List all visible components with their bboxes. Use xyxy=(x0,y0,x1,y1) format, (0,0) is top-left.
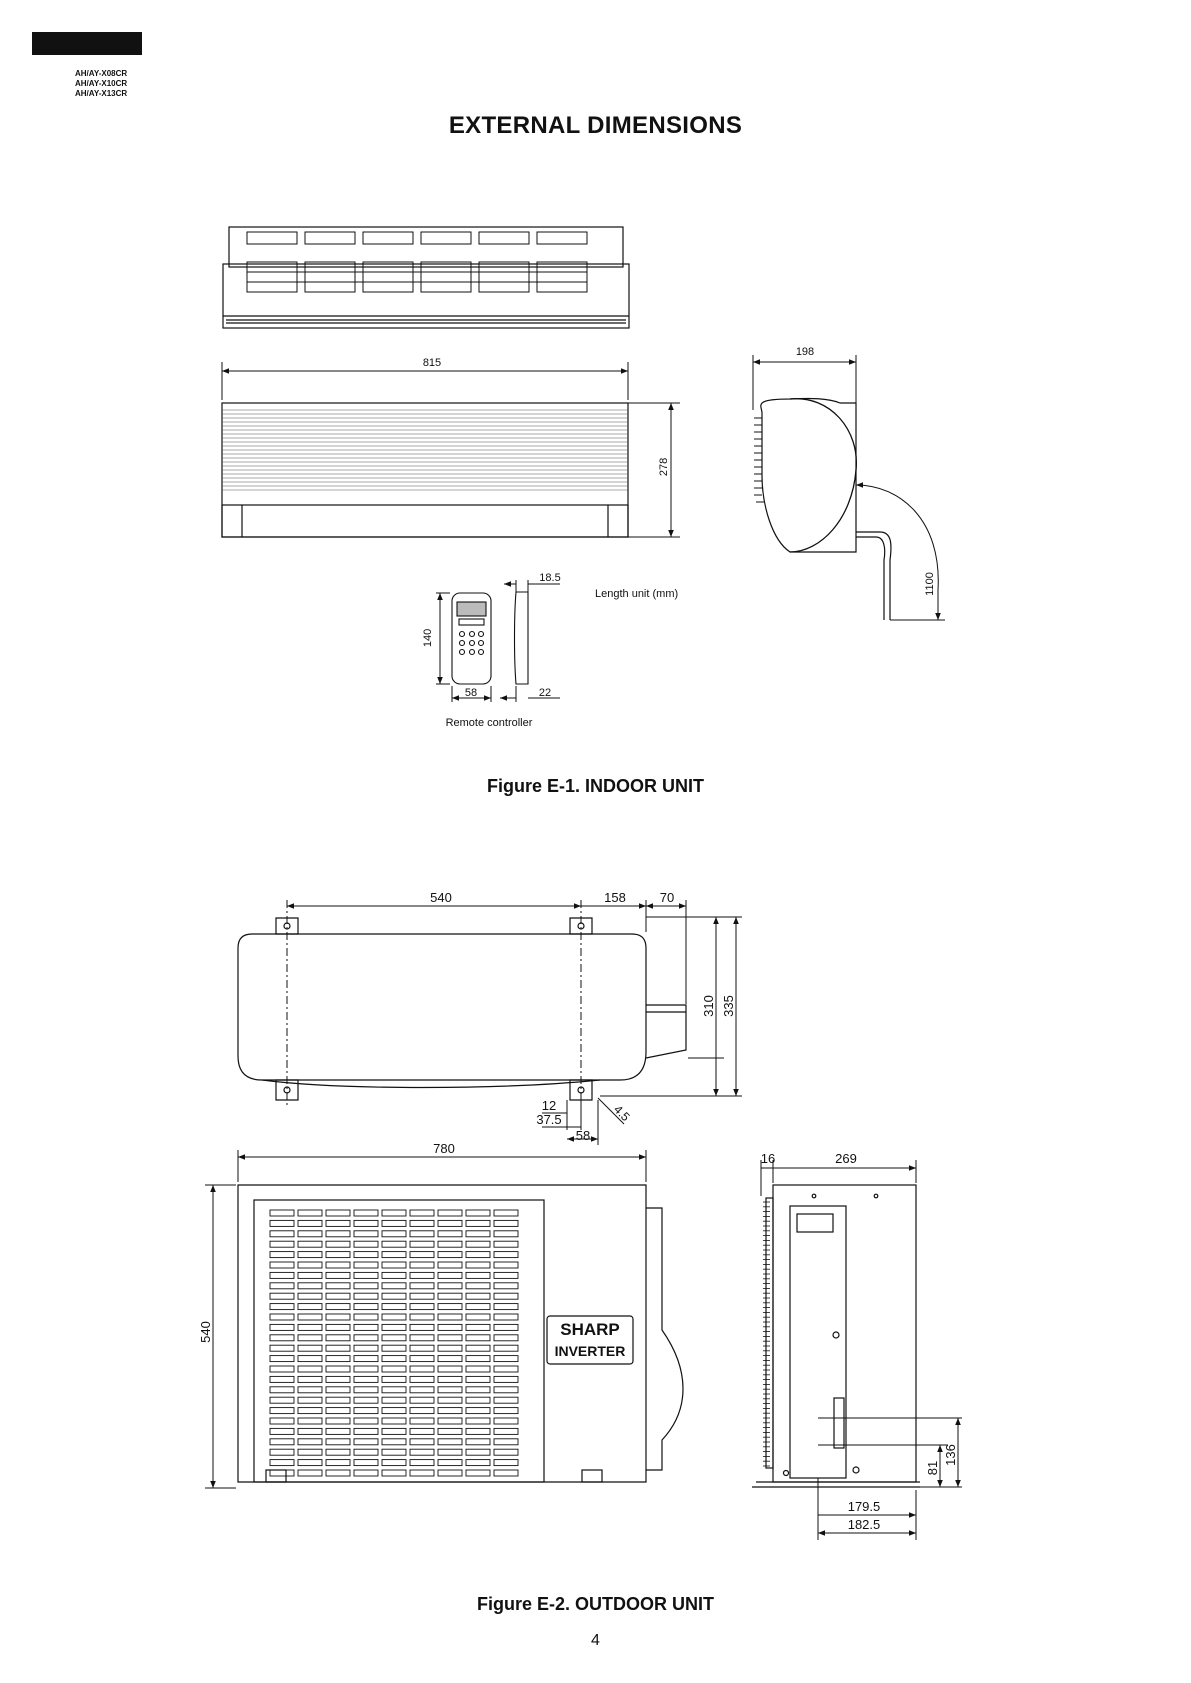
dim-278: 278 xyxy=(658,458,670,476)
dim-815: 815 xyxy=(423,357,441,369)
dim-58-foot: 58 xyxy=(576,1128,590,1143)
brand-logo-sharp: SHARP xyxy=(560,1320,620,1339)
remote-controller-front xyxy=(452,593,491,684)
dim-18-5: 18.5 xyxy=(539,572,560,584)
dim-4-5: 4.5 xyxy=(611,1102,633,1124)
dim-12: 12 xyxy=(542,1098,556,1113)
page-number: 4 xyxy=(0,1632,1191,1650)
dim-780: 780 xyxy=(433,1141,455,1156)
dim-16: 16 xyxy=(761,1151,775,1166)
outdoor-fan-grille xyxy=(270,1210,518,1476)
dim-1100: 1100 xyxy=(924,572,936,596)
dim-179-5: 179.5 xyxy=(848,1499,881,1514)
indoor-side-view xyxy=(754,398,891,620)
dimension-indoor-depth xyxy=(753,355,856,410)
dim-70: 70 xyxy=(660,890,674,905)
dim-37-5: 37.5 xyxy=(536,1112,561,1127)
outdoor-front-dimensions xyxy=(205,1150,646,1488)
figure-caption-indoor: Figure E-1. INDOOR UNIT xyxy=(0,776,1191,797)
remote-controller-label: Remote controller xyxy=(446,717,533,729)
dim-182-5: 182.5 xyxy=(848,1517,881,1532)
brand-logo-inverter: INVERTER xyxy=(555,1343,626,1359)
remote-controller-side xyxy=(515,592,529,684)
dim-269: 269 xyxy=(835,1151,857,1166)
outdoor-side-dimensions xyxy=(761,1160,962,1540)
dim-310: 310 xyxy=(701,995,716,1017)
indoor-front-view xyxy=(222,403,628,537)
outdoor-top-view xyxy=(238,918,686,1100)
dimension-pipe-length xyxy=(856,485,945,620)
dim-81: 81 xyxy=(925,1461,940,1475)
dim-140: 140 xyxy=(422,629,434,647)
dim-198: 198 xyxy=(796,346,814,358)
dim-22: 22 xyxy=(539,687,551,699)
outdoor-top-dimensions xyxy=(287,900,742,1145)
dim-136: 136 xyxy=(943,1444,958,1466)
dim-540-top: 540 xyxy=(430,890,452,905)
dim-58: 58 xyxy=(465,687,477,699)
dim-335: 335 xyxy=(721,995,736,1017)
dim-158: 158 xyxy=(604,890,626,905)
dimension-indoor-height xyxy=(628,403,680,537)
remote-dimensions xyxy=(436,580,560,702)
outdoor-side-view xyxy=(752,1185,920,1487)
length-unit-note: Length unit (mm) xyxy=(595,588,678,600)
dim-540-front: 540 xyxy=(198,1321,213,1343)
figure-caption-outdoor: Figure E-2. OUTDOOR UNIT xyxy=(0,1594,1191,1615)
indoor-top-view xyxy=(223,227,629,328)
